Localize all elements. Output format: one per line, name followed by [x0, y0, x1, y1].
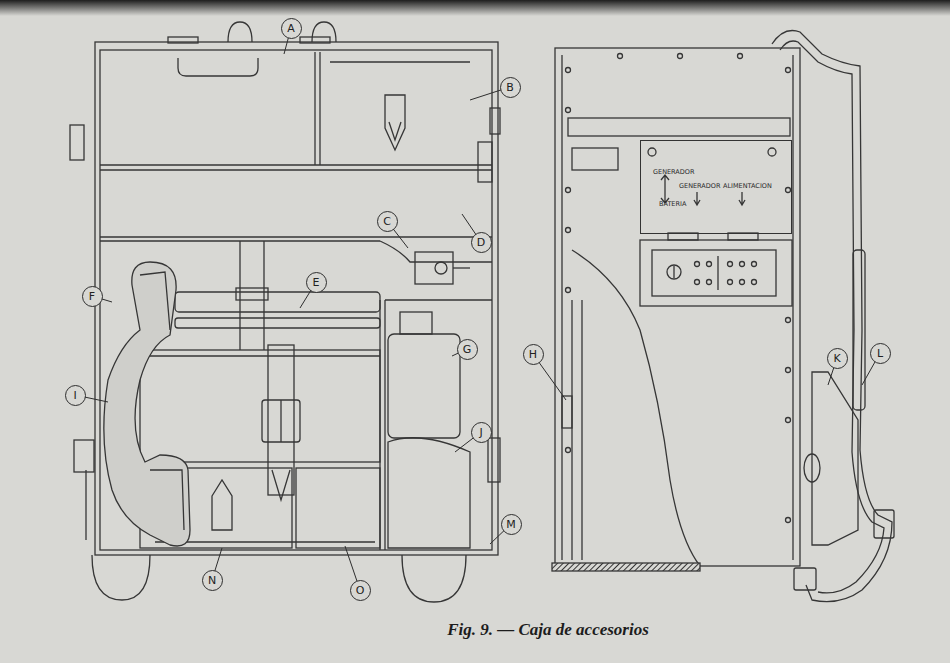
callout-letter: A [287, 23, 295, 34]
callout-circle: M [501, 514, 522, 535]
callout-circle: F [82, 286, 103, 307]
side-view [552, 31, 894, 602]
callout-letter: D [477, 237, 485, 248]
plate-label: BATERIA [659, 201, 686, 208]
scan-band [0, 0, 950, 16]
callout-circle: O [350, 580, 371, 601]
callout-letter: M [506, 519, 516, 530]
callout-letter: G [463, 344, 472, 355]
callout-circle: I [65, 385, 86, 406]
callout-circle: G [457, 339, 478, 360]
callout-letter: J [479, 427, 482, 438]
figure-caption: Fig. 9. — Caja de accesorios [447, 620, 649, 640]
callout-letter: F [89, 291, 95, 302]
callout-letter: N [208, 575, 216, 586]
callout-letter: K [833, 353, 840, 364]
switch-plate: GENERADORBATERIAGENERADORALIMENTACION [640, 140, 792, 234]
callout-letter: L [877, 348, 883, 359]
callout-circle: L [870, 343, 891, 364]
callout-letter: C [383, 216, 391, 227]
callout-circle: A [281, 18, 302, 39]
callout-circle: D [471, 232, 492, 253]
callout-circle: C [377, 211, 398, 232]
callout-letter: E [313, 277, 320, 288]
callout-circle: K [827, 348, 848, 369]
callout-letter: H [529, 349, 537, 360]
leader-lines [75, 28, 880, 590]
callout-letter: I [73, 390, 76, 401]
callout-circle: H [523, 344, 544, 365]
callout-circle: B [500, 77, 521, 98]
front-view [70, 22, 500, 602]
callout-letter: B [506, 82, 514, 93]
plate-label: ALIMENTACION [723, 183, 772, 190]
callout-circle: E [306, 272, 327, 293]
callout-circle: N [202, 570, 223, 591]
plate-label: GENERADOR [679, 183, 720, 190]
callout-letter: O [356, 585, 365, 596]
plate-label: GENERADOR [653, 169, 694, 176]
callout-circle: J [471, 422, 492, 443]
